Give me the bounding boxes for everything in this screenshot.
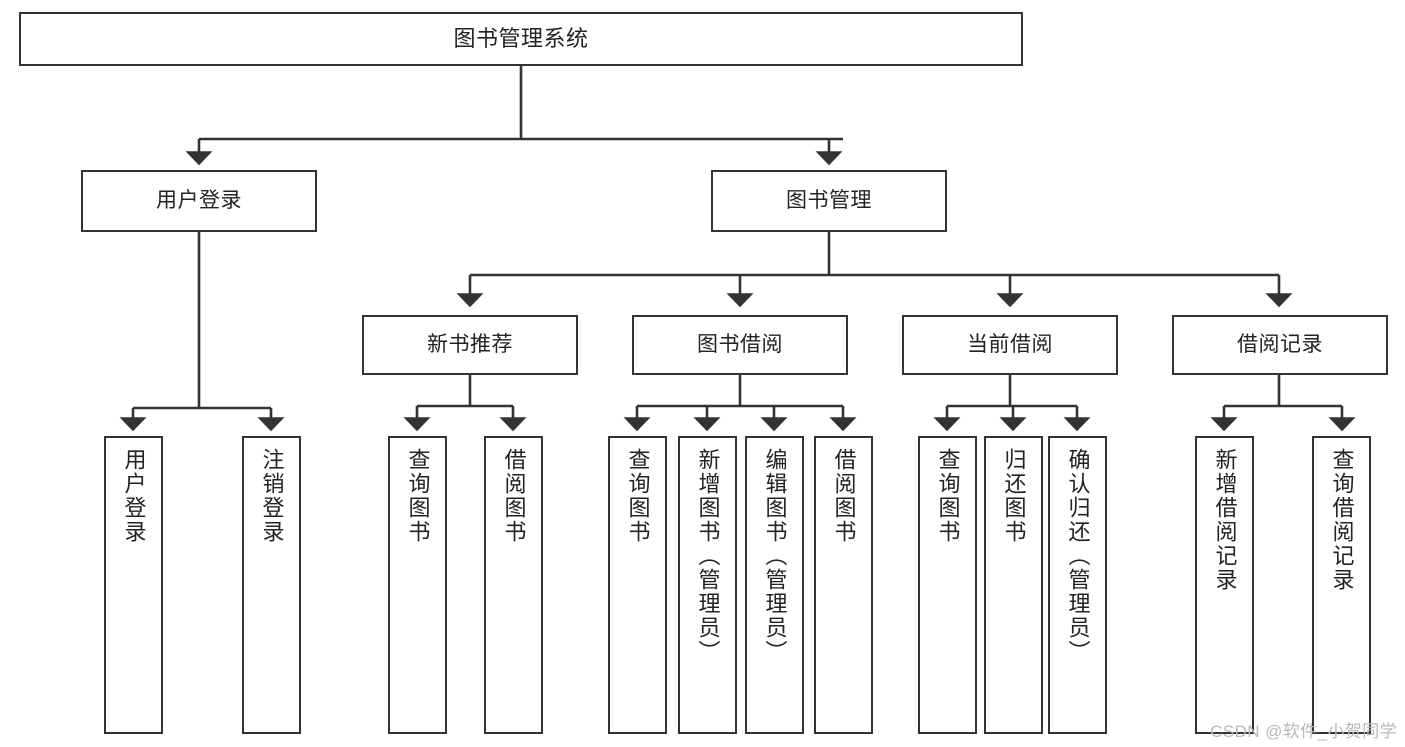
node-leaf-query-book-3[interactable]: 查询图书: [918, 436, 977, 734]
node-label: 用户登录: [156, 189, 242, 213]
node-leaf-add-record[interactable]: 新增借阅记录: [1195, 436, 1254, 734]
node-leaf-logout-login[interactable]: 注销登录: [242, 436, 301, 734]
node-book-management[interactable]: 图书管理: [711, 170, 947, 232]
node-leaf-query-book-1[interactable]: 查询图书: [388, 436, 447, 734]
node-book-borrow[interactable]: 图书借阅: [632, 315, 848, 375]
node-leaf-user-login[interactable]: 用户登录: [104, 436, 163, 734]
node-label: 查询图书: [935, 448, 961, 544]
node-leaf-borrow-book-1[interactable]: 借阅图书: [484, 436, 543, 734]
node-book-management-system[interactable]: 图书管理系统: [19, 12, 1023, 66]
node-label: 借阅记录: [1237, 333, 1323, 357]
node-new-book-recommend[interactable]: 新书推荐: [362, 315, 578, 375]
node-leaf-return-book[interactable]: 归还图书: [984, 436, 1043, 734]
node-current-borrow[interactable]: 当前借阅: [902, 315, 1118, 375]
node-user-login[interactable]: 用户登录: [81, 170, 317, 232]
node-label: 查询借阅记录: [1329, 448, 1355, 592]
node-label: 查询图书: [625, 448, 651, 544]
node-leaf-confirm-return[interactable]: 确认归还（管理员）: [1048, 436, 1107, 734]
node-label: 注销登录: [259, 448, 285, 544]
node-label: 确认归还（管理员）: [1065, 448, 1091, 664]
node-label: 借阅图书: [831, 448, 857, 544]
node-label: 图书管理: [786, 189, 872, 213]
node-label: 新书推荐: [427, 333, 513, 357]
node-borrow-record[interactable]: 借阅记录: [1172, 315, 1388, 375]
node-label: 借阅图书: [501, 448, 527, 544]
node-leaf-borrow-book-2[interactable]: 借阅图书: [814, 436, 873, 734]
node-leaf-edit-book[interactable]: 编辑图书（管理员）: [745, 436, 804, 734]
node-leaf-query-record[interactable]: 查询借阅记录: [1312, 436, 1371, 734]
node-label: 当前借阅: [967, 333, 1053, 357]
csdn-watermark: CSDN @软件_小贺同学: [1210, 722, 1397, 741]
node-label: 图书管理系统: [453, 25, 589, 51]
node-label: 用户登录: [121, 448, 147, 544]
node-label: 查询图书: [405, 448, 431, 544]
node-leaf-query-book-2[interactable]: 查询图书: [608, 436, 667, 734]
node-label: 编辑图书（管理员）: [762, 448, 788, 664]
node-label: 图书借阅: [697, 333, 783, 357]
node-label: 归还图书: [1001, 448, 1027, 544]
node-label: 新增借阅记录: [1212, 448, 1238, 592]
node-leaf-add-book[interactable]: 新增图书（管理员）: [678, 436, 737, 734]
node-label: 新增图书（管理员）: [695, 448, 721, 664]
